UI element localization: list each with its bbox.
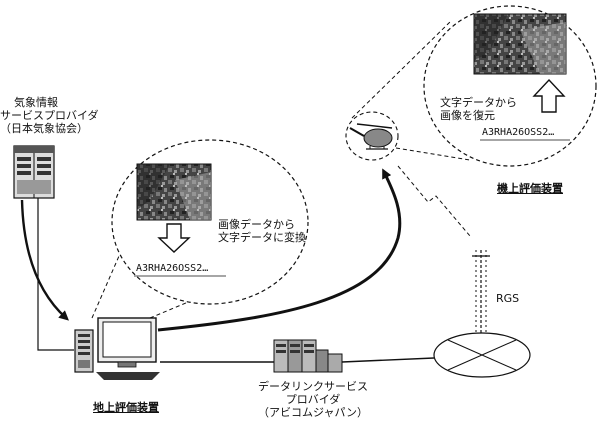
weather-provider-line3: （日本気象協会） [0, 122, 88, 135]
ground-bubble-text-line2: 文字データに変換 [218, 231, 306, 244]
aircraft-bubble-code: A3RHA26OSS2… [482, 127, 555, 138]
weather-provider-line1: 気象情報 [14, 96, 58, 109]
datalink-provider-label: データリンクサービス プロバイダ （アビコムジャパン） [250, 380, 376, 419]
aircraft-bubble-connector-top [351, 19, 453, 119]
rgs-label: RGS [496, 292, 520, 305]
aircraft-bubble-text-line1: 文字データから [440, 96, 517, 109]
weather-to-ground-arrow [20, 199, 69, 321]
helicopter-icon [349, 123, 393, 150]
weather-server-icon [13, 145, 55, 199]
ground-station-tower-icon [74, 329, 94, 373]
ground-station-caption: 地上評価装置 [93, 401, 159, 414]
radio-link-zigzag [397, 165, 471, 237]
datalink-to-network-line [341, 357, 435, 363]
ground-bubble-code: A3RHA26OSS2… [136, 263, 209, 274]
weather-to-ground-line [37, 198, 74, 351]
rgs-antenna-icon [472, 250, 490, 340]
aircraft-bubble-text: 文字データから 画像を復元 [440, 96, 517, 122]
ground-bubble-text-line1: 画像データから [218, 218, 295, 231]
aircraft-bubble-text-line2: 画像を復元 [440, 109, 495, 122]
aircraft-restore-up-arrow [532, 78, 566, 113]
datalink-provider-line1: データリンクサービス [258, 380, 368, 393]
datalink-servers-icon [273, 339, 343, 373]
aircraft-caption: 機上評価装置 [497, 182, 563, 195]
ground-station-monitor-icon [96, 317, 160, 380]
aircraft-weather-image [473, 13, 567, 75]
ground-to-aircraft-uplink-arrow [157, 168, 402, 332]
datalink-provider-line2: プロバイダ [285, 393, 341, 406]
ground-bubble-text: 画像データから 文字データに変換 [218, 218, 306, 244]
weather-provider-label: 気象情報 サービスプロバイダ （日本気象協会） [0, 96, 99, 135]
datalink-provider-line3: （アビコムジャパン） [258, 406, 368, 419]
weather-provider-line2: サービスプロバイダ [0, 109, 99, 122]
ground-weather-image [136, 163, 212, 221]
ground-conversion-down-arrow [157, 223, 191, 253]
network-router-icon [433, 332, 531, 378]
aircraft-bubble-connector-bottom [395, 147, 471, 161]
